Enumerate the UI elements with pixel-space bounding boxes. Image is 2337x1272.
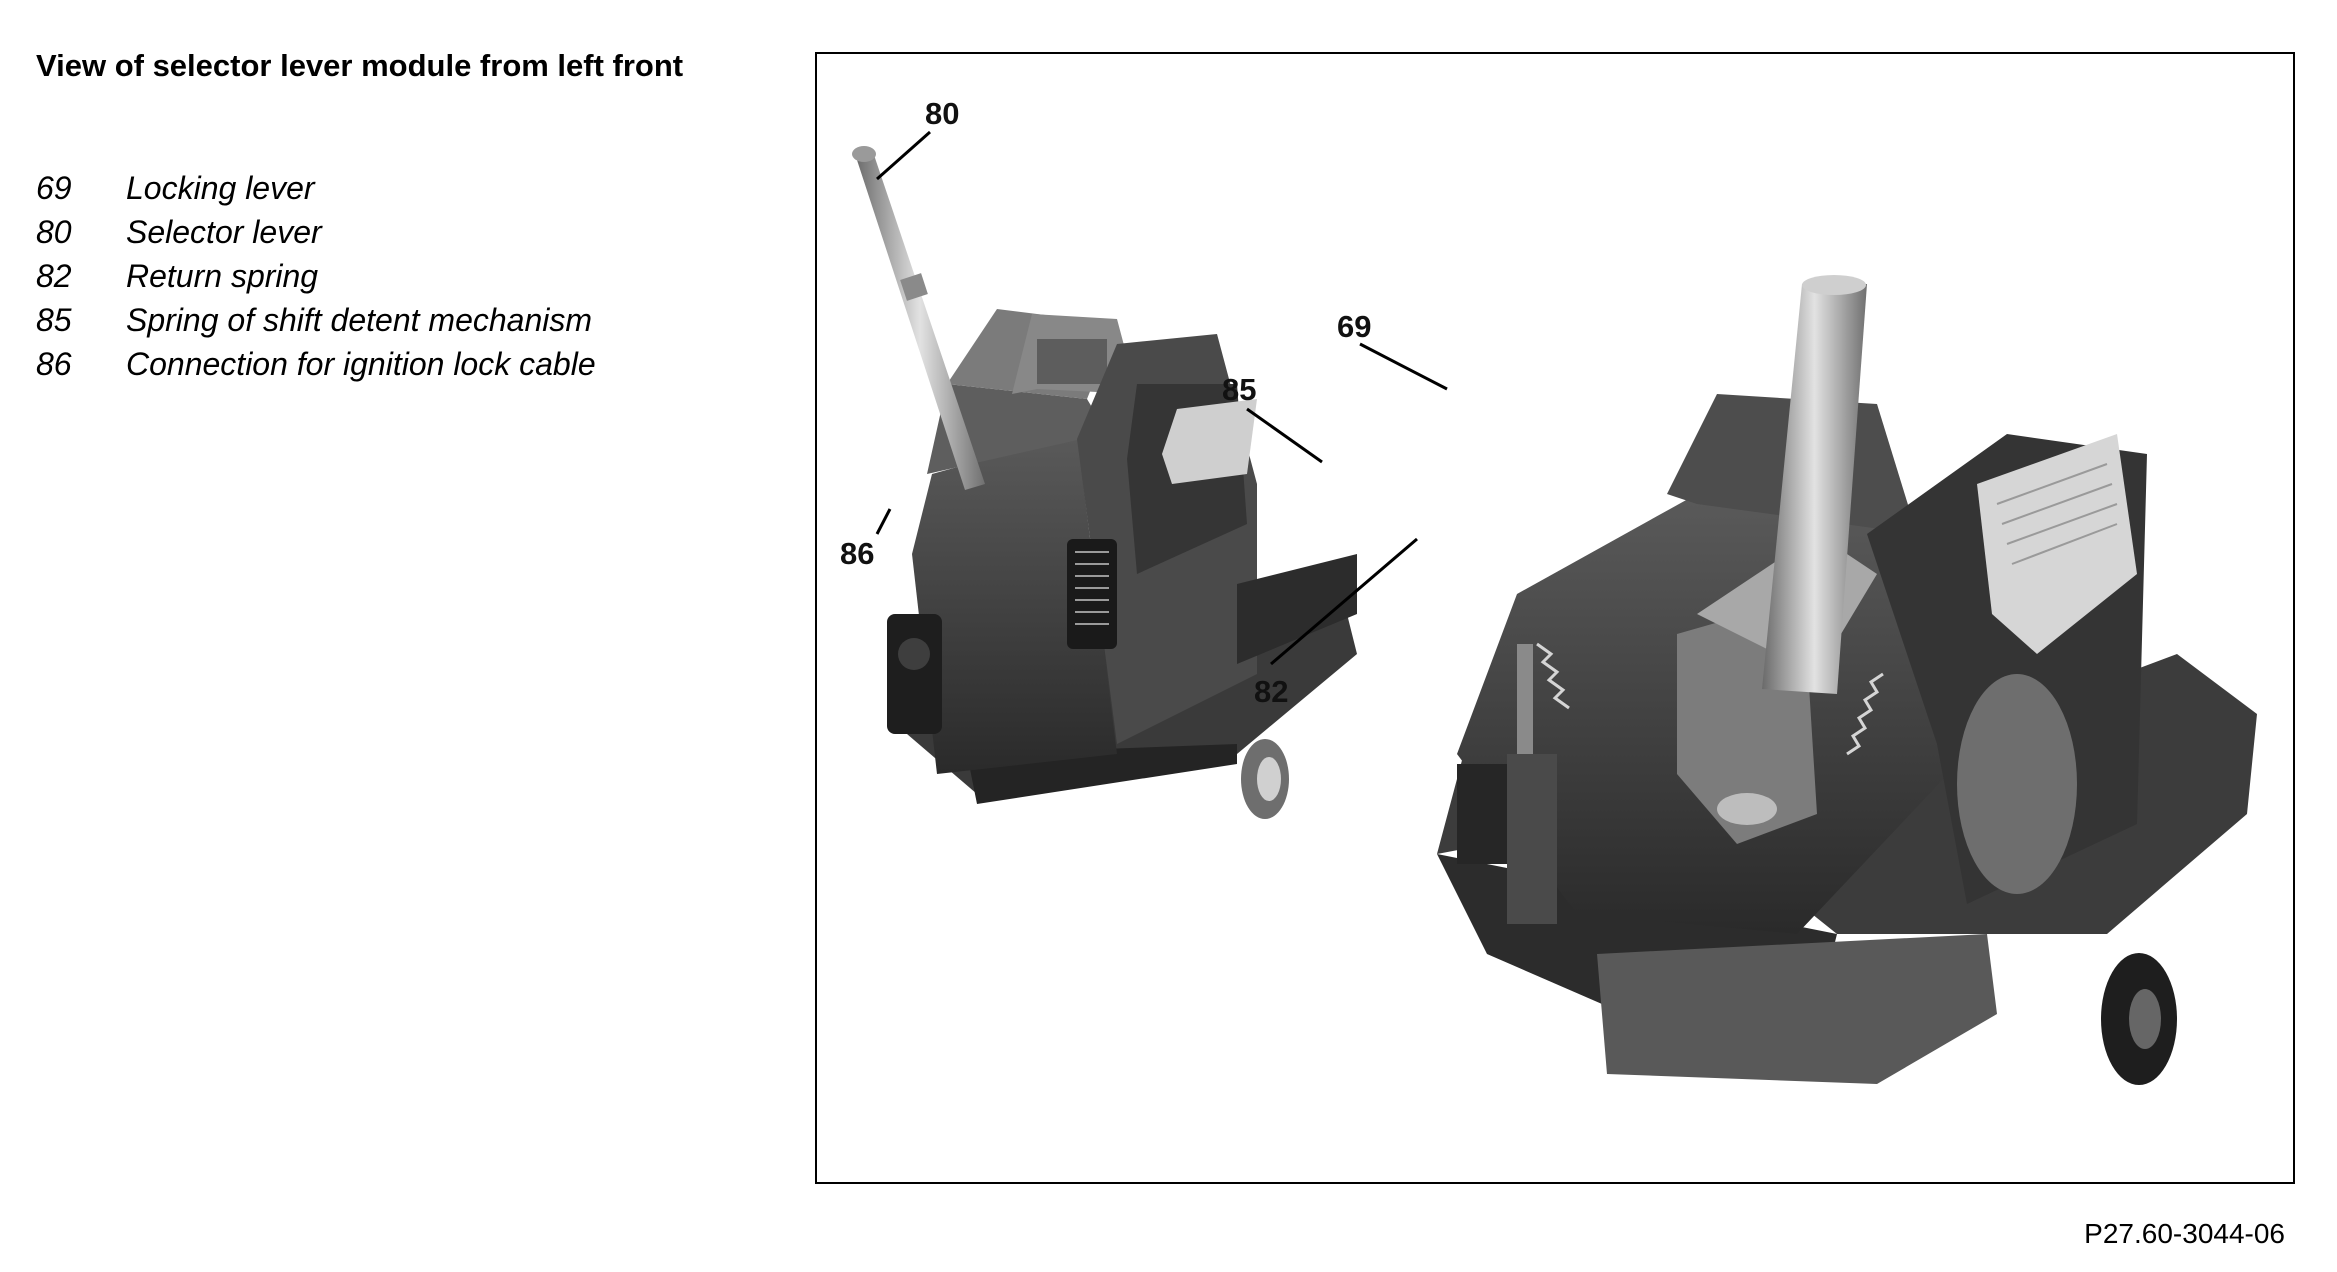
callout-69: 69	[1337, 309, 1371, 344]
legend-item-label: Spring of shift detent mechanism	[126, 302, 593, 338]
legend-item-number: 80	[36, 214, 72, 250]
leader-line-82	[1270, 537, 1418, 666]
legend-item: 80 Selector lever	[36, 210, 596, 254]
left-module-photo	[852, 146, 1357, 819]
legend-item-number: 82	[36, 258, 72, 294]
figure-title: View of selector lever module from left …	[36, 48, 684, 83]
legend-item: 82 Return spring	[36, 254, 596, 298]
callout-86: 86	[840, 536, 874, 571]
legend-item-number: 85	[36, 302, 72, 338]
callout-85: 85	[1222, 372, 1256, 407]
leader-line-85	[1246, 407, 1323, 464]
right-module-photo	[1437, 275, 2257, 1085]
leader-line-69	[1359, 342, 1448, 391]
legend-item-label: Connection for ignition lock cable	[126, 346, 596, 382]
legend-item-number: 86	[36, 346, 72, 382]
legend-item-label: Locking lever	[126, 170, 315, 206]
figure-reference-code: P27.60-3044-06	[2084, 1218, 2285, 1249]
legend-item-label: Return spring	[126, 258, 319, 294]
parts-legend: 69 Locking lever 80 Selector lever 82 Retur…	[36, 166, 596, 386]
callout-80: 80	[925, 96, 959, 131]
legend-item-label: Selector lever	[126, 214, 322, 250]
figure-frame: 80 69 85 86 82	[815, 52, 2295, 1184]
legend-item-number: 69	[36, 170, 72, 206]
legend-item: 85 Spring of shift detent mechanism	[36, 298, 596, 342]
leader-line-86	[875, 508, 892, 535]
legend-item: 69 Locking lever	[36, 166, 596, 210]
leader-line-80	[876, 130, 931, 181]
legend-item: 86 Connection for ignition lock cable	[36, 342, 596, 386]
callout-82: 82	[1254, 674, 1288, 709]
selector-lever-illustration: 80 69 85 86 82	[840, 96, 2257, 1085]
